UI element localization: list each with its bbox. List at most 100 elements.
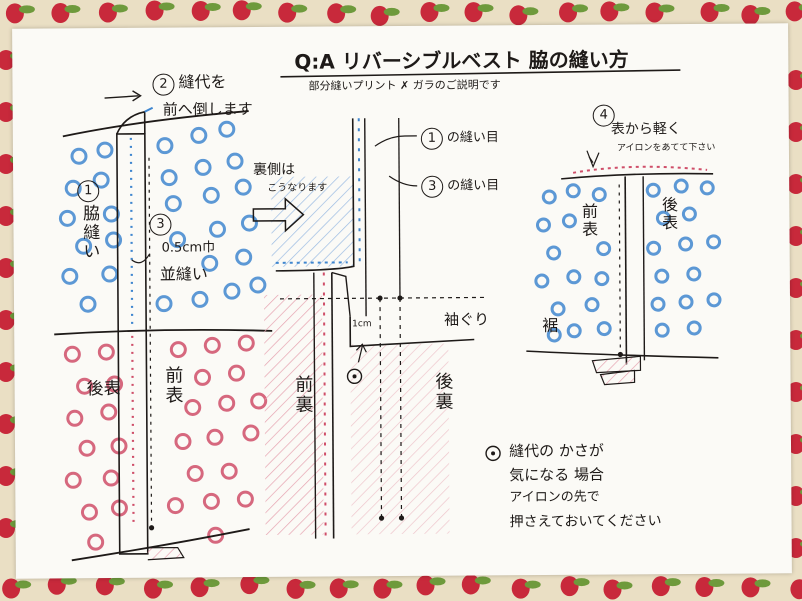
strawberry-icon <box>2 578 21 599</box>
step4-line1: 表から軽く <box>610 121 681 138</box>
blue-dot <box>155 295 173 313</box>
blue-dot <box>706 292 722 308</box>
strawberry-icon <box>373 578 392 599</box>
blue-dot <box>541 189 557 205</box>
strawberry-icon <box>95 575 114 596</box>
leaf-icon <box>429 577 446 586</box>
strawberry-icon <box>191 0 210 21</box>
leaf-icon <box>573 578 590 587</box>
pink-dot <box>97 343 115 361</box>
step1-number: 1 <box>77 180 103 203</box>
pink-dot <box>166 497 184 515</box>
strawberry-icon <box>787 226 802 246</box>
pink-dot <box>227 364 245 382</box>
leaf-icon <box>340 5 357 14</box>
pink-dot <box>236 490 254 508</box>
pink-dot <box>206 428 224 446</box>
leaf-icon <box>754 7 771 16</box>
step3-number: 3 <box>149 213 175 236</box>
pink-dot <box>87 533 105 551</box>
left-front-omote: 前表 <box>162 365 184 406</box>
blue-dot <box>79 295 97 313</box>
strawberry-icon <box>5 3 24 24</box>
leaf-icon <box>713 3 730 12</box>
title-underline <box>280 69 681 78</box>
leaf-icon <box>253 576 270 585</box>
leaf-icon <box>15 580 32 589</box>
leaf-icon <box>474 576 491 585</box>
blue-dot <box>234 178 252 196</box>
blue-dot <box>566 269 582 285</box>
mid-front-ura: 前裏 <box>292 374 314 415</box>
pink-dot <box>100 403 118 421</box>
strawberry-icon <box>645 2 664 23</box>
blue-dot <box>591 187 607 203</box>
leaf-icon <box>754 579 771 588</box>
leaf-icon <box>291 4 308 13</box>
note-line2: 気になる 場合 <box>509 465 605 485</box>
strawberry-icon <box>145 0 164 21</box>
strawberry-icon <box>790 579 802 600</box>
blue-dot <box>249 276 267 294</box>
strawberry-icon <box>787 382 802 402</box>
strawberry-icon <box>785 1 802 22</box>
blue-dot <box>101 265 119 283</box>
right-front-label: 前表 <box>578 202 599 239</box>
pink-dot <box>186 464 204 482</box>
measure-label: 1cm <box>352 319 372 330</box>
blue-dot <box>105 231 123 249</box>
blue-dot <box>223 282 241 300</box>
leaf-icon <box>60 576 77 585</box>
strawberry-icon <box>700 1 719 22</box>
pink-dot <box>174 433 192 451</box>
blue-dot <box>706 234 722 250</box>
blue-dot <box>699 180 715 196</box>
strawberry-icon <box>329 578 348 599</box>
blue-dot <box>164 195 182 213</box>
sewing-diagram <box>54 69 722 562</box>
note-line1: 縫代の かさが <box>508 441 604 461</box>
strawberry-icon <box>600 1 619 22</box>
strawberry-icon <box>787 174 802 194</box>
blue-dot <box>546 327 562 343</box>
strawberry-icon <box>509 5 528 26</box>
pink-dot <box>78 439 96 457</box>
blue-dot <box>190 126 208 144</box>
step3-line1: 0.5cm巾 <box>161 240 216 256</box>
strawberry-icon <box>278 2 297 23</box>
strawberry-icon <box>651 576 670 597</box>
leaf-icon <box>18 5 35 14</box>
blue-dot <box>208 220 226 238</box>
leaf-icon <box>108 577 125 586</box>
strawberry-icon <box>420 1 439 22</box>
note-line4: 押さえておいてください <box>509 513 662 531</box>
note-line3: アイロンの先で <box>509 489 600 506</box>
pink-dot <box>76 377 94 395</box>
leaf-icon <box>204 2 221 11</box>
leaf-icon <box>572 4 589 13</box>
pink-dot <box>237 334 255 352</box>
leaf-icon <box>798 4 802 11</box>
pink-dot <box>242 424 260 442</box>
leaf-icon <box>613 3 630 12</box>
blue-dot <box>654 268 670 284</box>
blue-dot <box>678 294 694 310</box>
leaf-icon <box>245 2 262 11</box>
leaf-icon <box>158 2 175 11</box>
blue-dot <box>96 141 114 159</box>
leaf-icon <box>708 579 725 588</box>
strawberry-icon <box>190 577 209 598</box>
blue-dot <box>550 301 566 317</box>
strawberry-icon <box>787 70 802 90</box>
blue-dot <box>673 178 689 194</box>
blue-dot <box>646 240 662 256</box>
pink-dot <box>102 469 120 487</box>
strawberry-icon <box>416 575 435 596</box>
diagram-subtitle: 部分縫いプリント ✗ ガラのご説明です <box>308 78 501 93</box>
pink-dot <box>80 503 98 521</box>
leaf-icon <box>522 7 539 16</box>
leaf-icon <box>383 7 400 16</box>
blue-dot <box>235 248 253 266</box>
